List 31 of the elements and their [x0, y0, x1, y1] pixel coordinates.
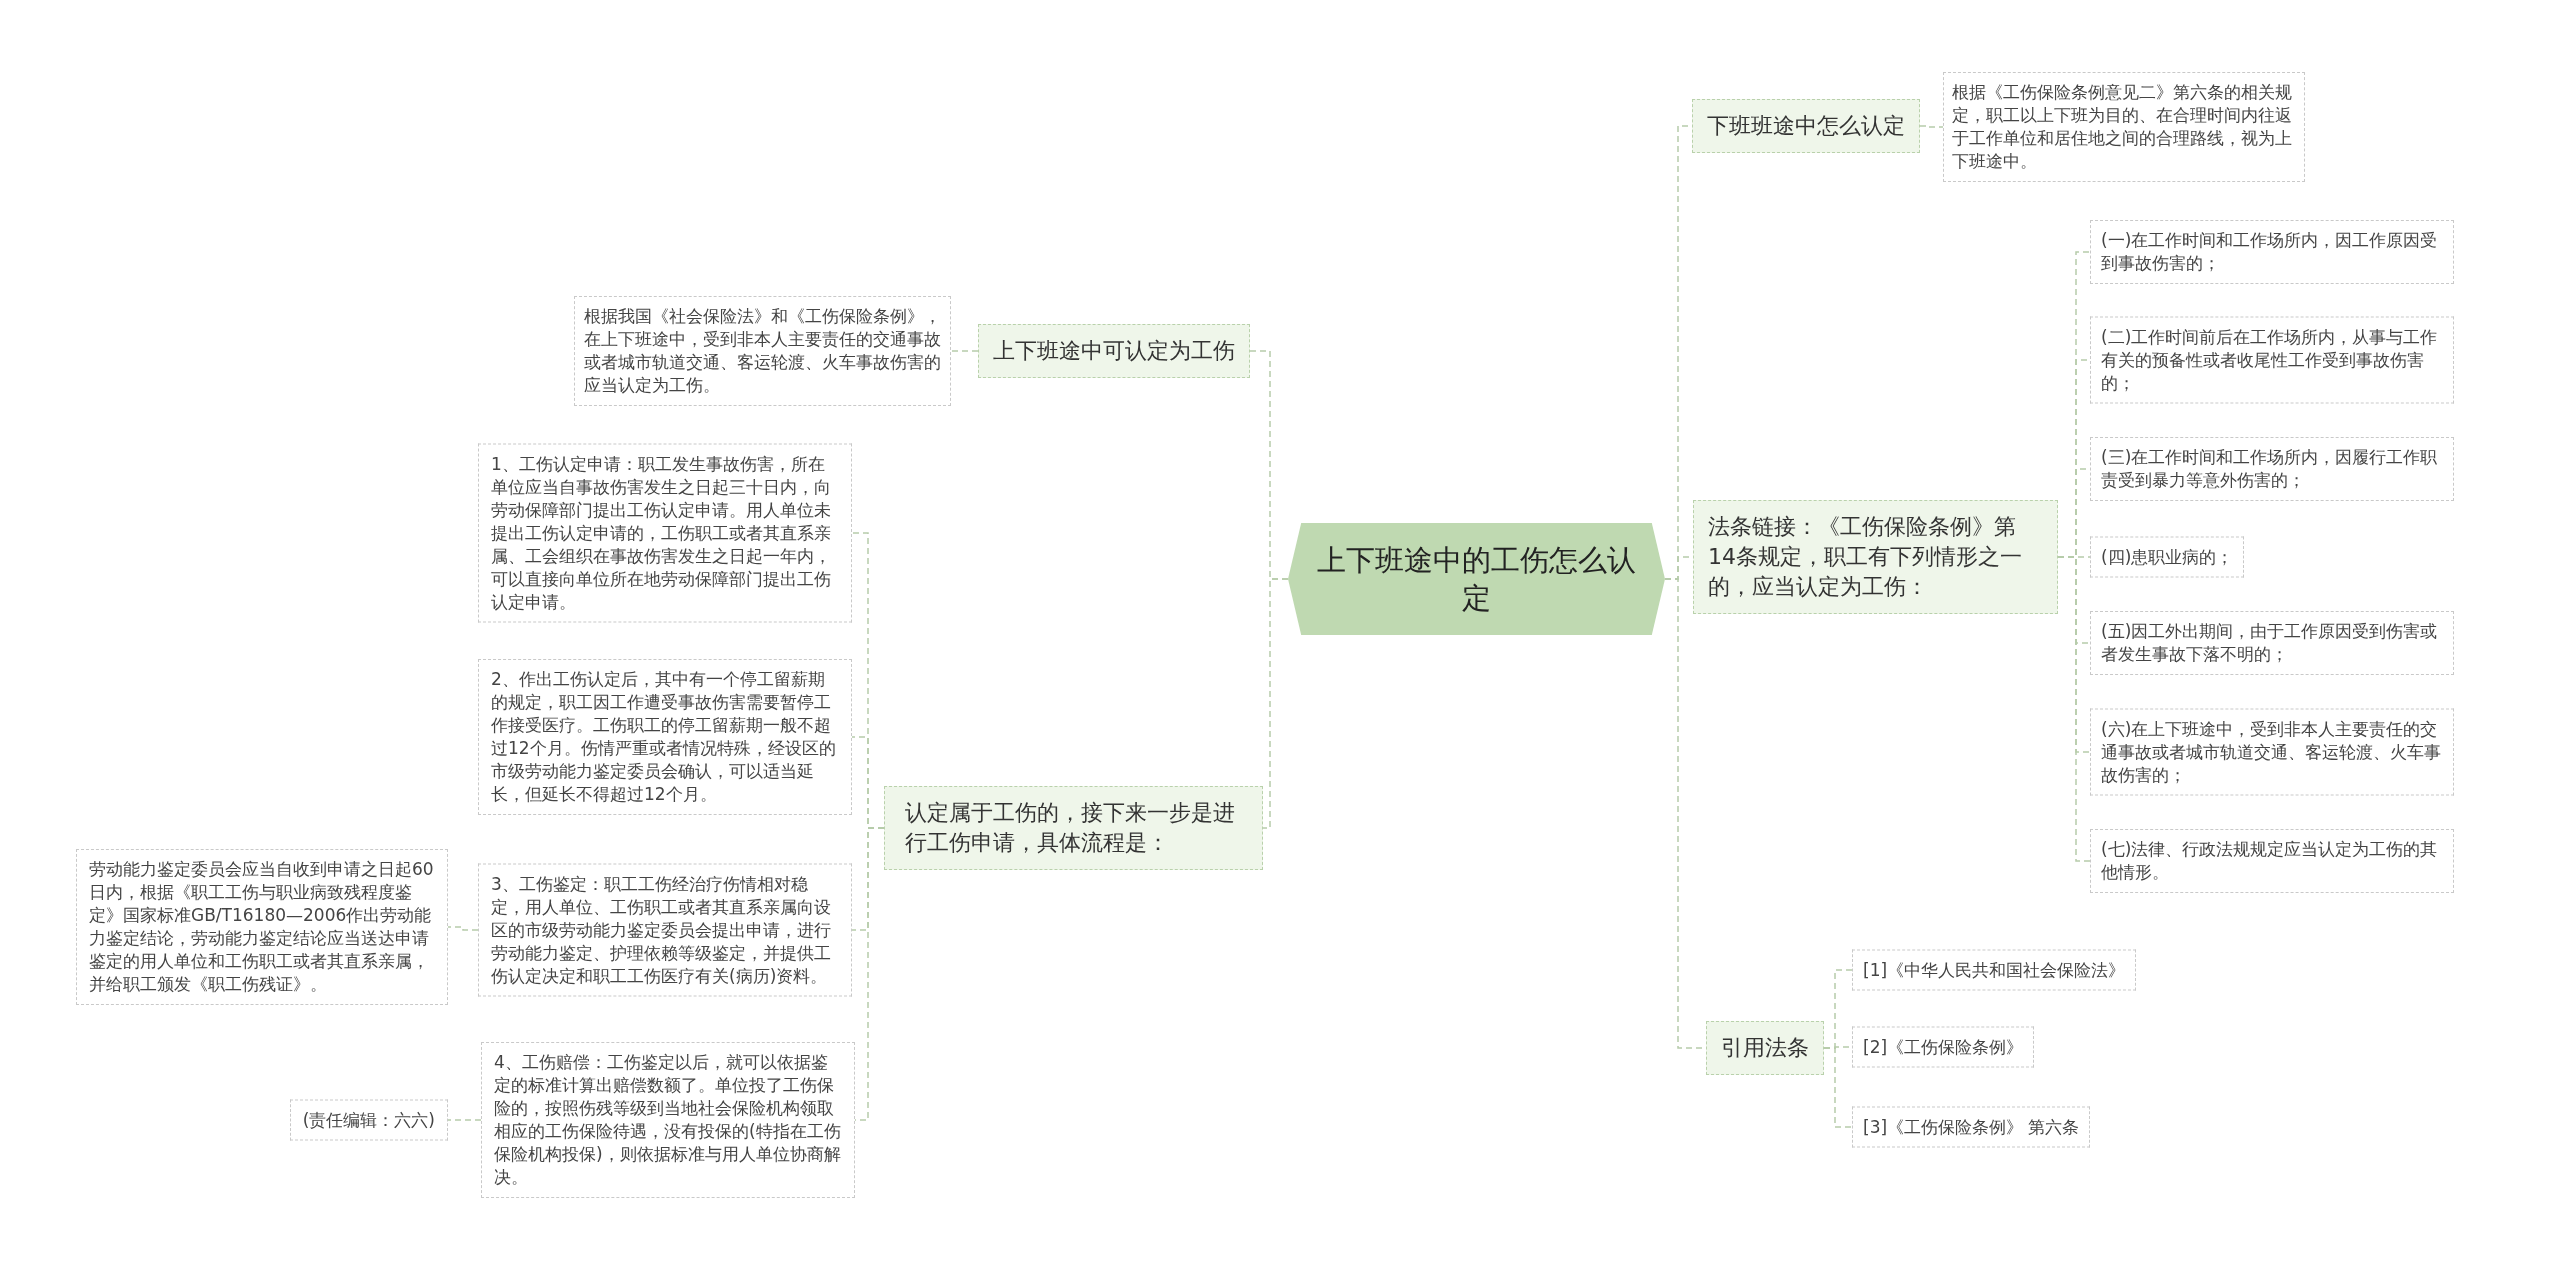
detail-card: (一)在工作时间和工作场所内，因工作原因受到事故伤害的； — [2090, 220, 2454, 284]
detail-card: [3]《工伤保险条例》 第六条 — [1852, 1106, 2091, 1148]
detail-card: 根据我国《社会保险法》和《工伤保险条例》，在上下班途中，受到非本人主要责任的交通事故或者城市轨道交通、客运轮渡、火车事故伤害的应当认定为工伤。 — [574, 296, 951, 406]
central-topic: 上下班途中的工伤怎么认定 — [1288, 523, 1665, 635]
detail-card: 根据《工伤保险条例意见二》第六条的相关规定，职工以上下班为目的、在合理时间内往返于工作单位和居住地之间的合理路线，视为上下班途中。 — [1943, 72, 2305, 182]
detail-card: (五)因工外出期间，由于工作原因受到伤害或者发生事故下落不明的； — [2090, 611, 2454, 675]
connector-line — [447, 1119, 482, 1121]
detail-card: (六)在上下班途中，受到非本人主要责任的交通事故或者城市轨道交通、客运轮渡、火车事故伤害的； — [2090, 708, 2454, 796]
branch-topic: 认定属于工伤的，接下来一步是进行工伤申请，具体流程是： — [884, 786, 1263, 870]
connector-line — [950, 350, 979, 352]
connector-line — [447, 926, 479, 931]
detail-card: 2、作出工伤认定后，其中有一个停工留薪期的规定，职工因工作遭受事故伤害需要暂停工作接受医疗。工伤职工的停工留薪期一般不超过12个月。伤情严重或者情况特殊，经设区的市级劳动能力鉴定委员会确认，可以适当延长，但延长不得超过12个月。 — [478, 659, 852, 815]
connector-line — [1823, 1047, 1853, 1128]
connector-line — [1262, 578, 1289, 829]
detail-card: [1]《中华人民共和国社会保险法》 — [1852, 949, 2137, 991]
branch-topic: 法条链接：《工伤保险条例》第14条规定，职工有下列情形之一的，应当认定为工伤： — [1693, 500, 2058, 614]
detail-card: 劳动能力鉴定委员会应当自收到申请之日起60日内，根据《职工工伤与职业病致残程度鉴定》国家标准GB/T16180—2006作出劳动能力鉴定结论，劳动能力鉴定结论应当送达申请鉴定的用人单位和工伤职工或者其直系亲属，并给职工颁发《职工伤残证》。 — [76, 849, 448, 1005]
detail-card: (七)法律、行政法规规定应当认定为工伤的其他情形。 — [2090, 829, 2454, 893]
detail-card: [2]《工伤保险条例》 — [1852, 1026, 2035, 1068]
detail-card: 1、工伤认定申请：职工发生事故伤害，所在单位应当自事故伤害发生之日起三十日内，向劳动保障部门提出工伤认定申请。用人单位未提出工伤认定申请的，工伤职工或者其直系亲属、工会组织在事故伤害发生之日起一年内，可以直接向单位所在地劳动保障部门提出工伤认定申请。 — [478, 443, 852, 623]
branch-topic: 上下班途中可认定为工伤 — [978, 324, 1250, 378]
detail-card: 4、工伤赔偿：工伤鉴定以后，就可以依据鉴定的标准计算出赔偿数额了。单位投了工伤保险的，按照伤残等级到当地社会保险机构领取相应的工伤保险待遇，没有投保的(特指在工伤保险机构投保)，则依据标准与用人单位协商解决。 — [481, 1042, 855, 1198]
connector-line — [1919, 125, 1944, 128]
detail-card: (责任编辑：六六) — [289, 1099, 448, 1141]
connector-line — [2057, 556, 2091, 862]
branch-topic: 引用法条 — [1706, 1021, 1824, 1075]
detail-card: 3、工伤鉴定：职工工伤经治疗伤情相对稳定，用人单位、工伤职工或者其直系亲属向设区的市级劳动能力鉴定委员会提出申请，进行劳动能力鉴定、护理依赖等级鉴定，并提供工伤认定决定和职工工伤医疗有关(病历)资料。 — [478, 863, 852, 997]
detail-card: (四)患职业病的； — [2090, 536, 2245, 578]
branch-topic: 下班班途中怎么认定 — [1692, 99, 1920, 153]
detail-card: (三)在工作时间和工作场所内，因履行工作职责受到暴力等意外伤害的； — [2090, 437, 2454, 501]
detail-card: (二)工作时间前后在工作场所内，从事与工作有关的预备性或者收尾性工作受到事故伤害的； — [2090, 316, 2454, 404]
